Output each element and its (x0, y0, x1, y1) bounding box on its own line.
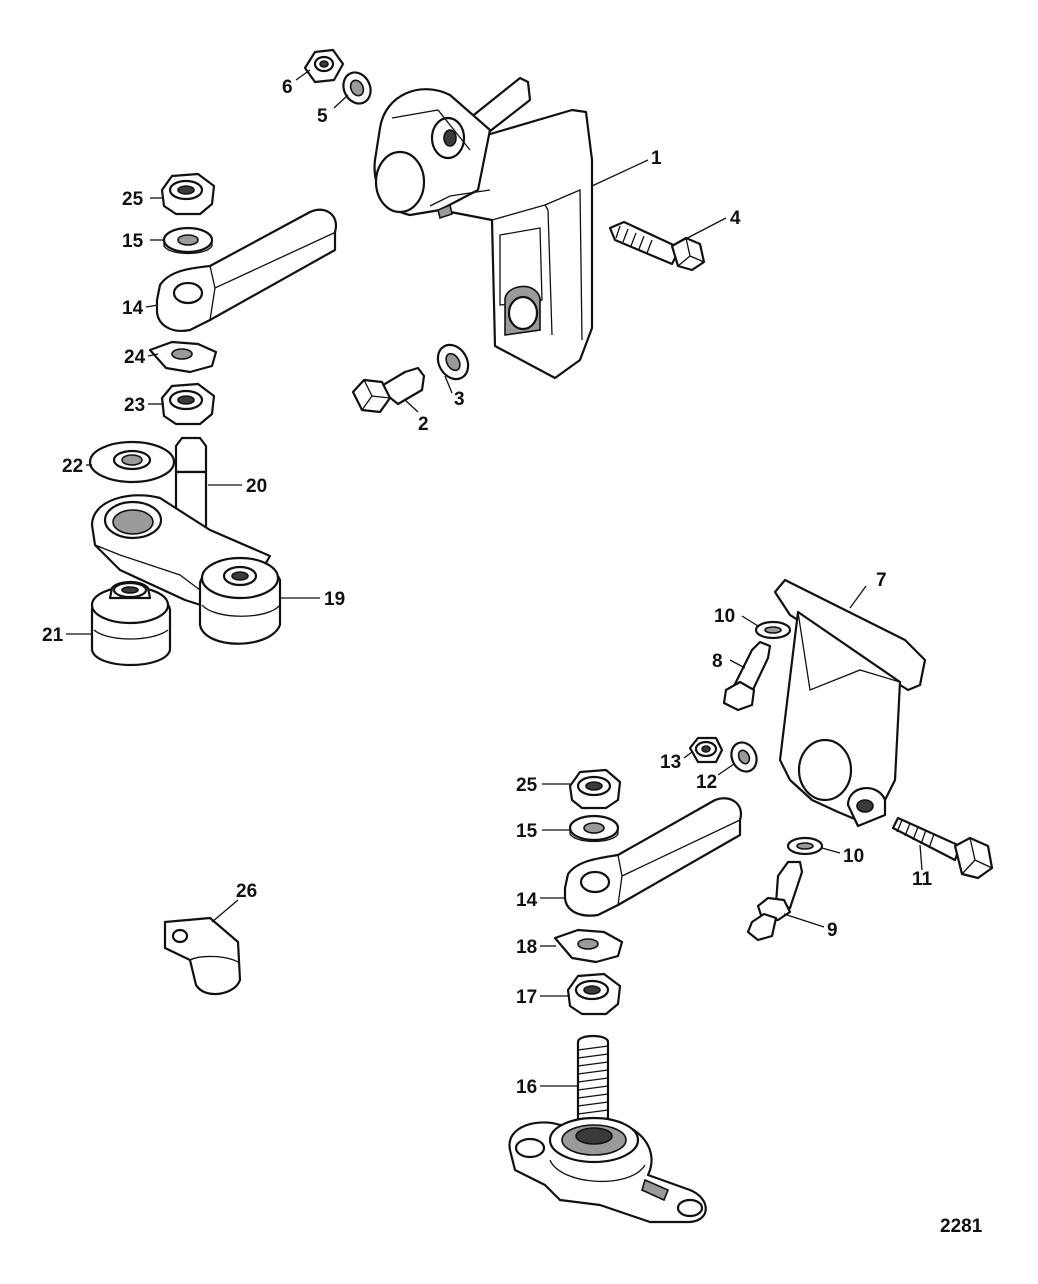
part-17-nut (566, 972, 622, 1016)
callout-17: 17 (516, 987, 537, 1008)
part-6-nut (303, 48, 345, 84)
callout-26: 26 (236, 881, 257, 902)
part-8-stud (722, 640, 772, 712)
callout-4: 4 (730, 208, 741, 229)
leader-lines (66, 69, 923, 1087)
part-2-bolt (351, 366, 426, 414)
callout-8: 8 (712, 651, 723, 672)
part-12-lock-washer (730, 741, 758, 773)
part-21-mount (90, 580, 172, 666)
part-10-washer-lower (786, 836, 824, 856)
figure-number: 2281 (940, 1216, 983, 1237)
callout-1: 1 (651, 148, 662, 169)
callout-6: 6 (282, 77, 293, 98)
callout-23: 23 (124, 395, 145, 416)
part-22-flat-washer (88, 440, 176, 484)
callout-15-left: 15 (122, 231, 144, 252)
part-10-washer-upper (754, 620, 792, 640)
callout-10-lower: 10 (843, 846, 864, 867)
part-15-washer-left (162, 226, 214, 255)
callout-10-upper: 10 (714, 606, 735, 627)
callout-16: 16 (516, 1077, 537, 1098)
callout-15-right: 15 (516, 821, 538, 842)
callout-19: 19 (324, 589, 345, 610)
callout-labels: 1 2 3 4 5 6 7 8 9 10 10 11 12 13 14 14 1… (42, 77, 933, 1098)
part-5-lock-washer (342, 71, 372, 105)
callout-14-left: 14 (122, 298, 144, 319)
callout-24: 24 (124, 347, 146, 368)
callout-3: 3 (454, 389, 465, 410)
callout-7: 7 (876, 570, 887, 591)
callout-20: 20 (246, 476, 267, 497)
part-4-bolt (608, 220, 706, 272)
part-26-clip (163, 916, 242, 996)
part-25-nut-left (160, 172, 216, 216)
callout-21: 21 (42, 625, 64, 646)
callout-11: 11 (912, 869, 933, 890)
part-19-crossbar-assembly (90, 494, 282, 645)
callout-5: 5 (317, 106, 328, 127)
callout-25-left: 25 (122, 189, 144, 210)
part-14-lever-right (563, 797, 743, 917)
callout-12: 12 (696, 772, 717, 793)
callout-13: 13 (660, 752, 681, 773)
part-15-washer-right (568, 814, 620, 843)
part-7-bracket (773, 578, 927, 828)
callout-22: 22 (62, 456, 83, 477)
part-1-bracket (373, 76, 594, 380)
part-18-tab-washer (553, 928, 624, 964)
callout-2: 2 (418, 414, 429, 435)
callout-18: 18 (516, 937, 537, 958)
part-11-bolt (891, 816, 994, 880)
part-13-nut (688, 736, 724, 764)
part-23-nut-left (160, 382, 216, 426)
part-3-lock-washer (436, 343, 470, 381)
callout-9: 9 (827, 920, 838, 941)
callout-14-right: 14 (516, 890, 538, 911)
callout-25-right: 25 (516, 775, 538, 796)
part-14-lever-left (155, 208, 338, 332)
part-16-engine-mount (508, 1034, 707, 1224)
part-24-tab-washer-left (148, 340, 218, 374)
part-25-nut-right (568, 768, 622, 810)
part-9-stud (746, 860, 804, 942)
